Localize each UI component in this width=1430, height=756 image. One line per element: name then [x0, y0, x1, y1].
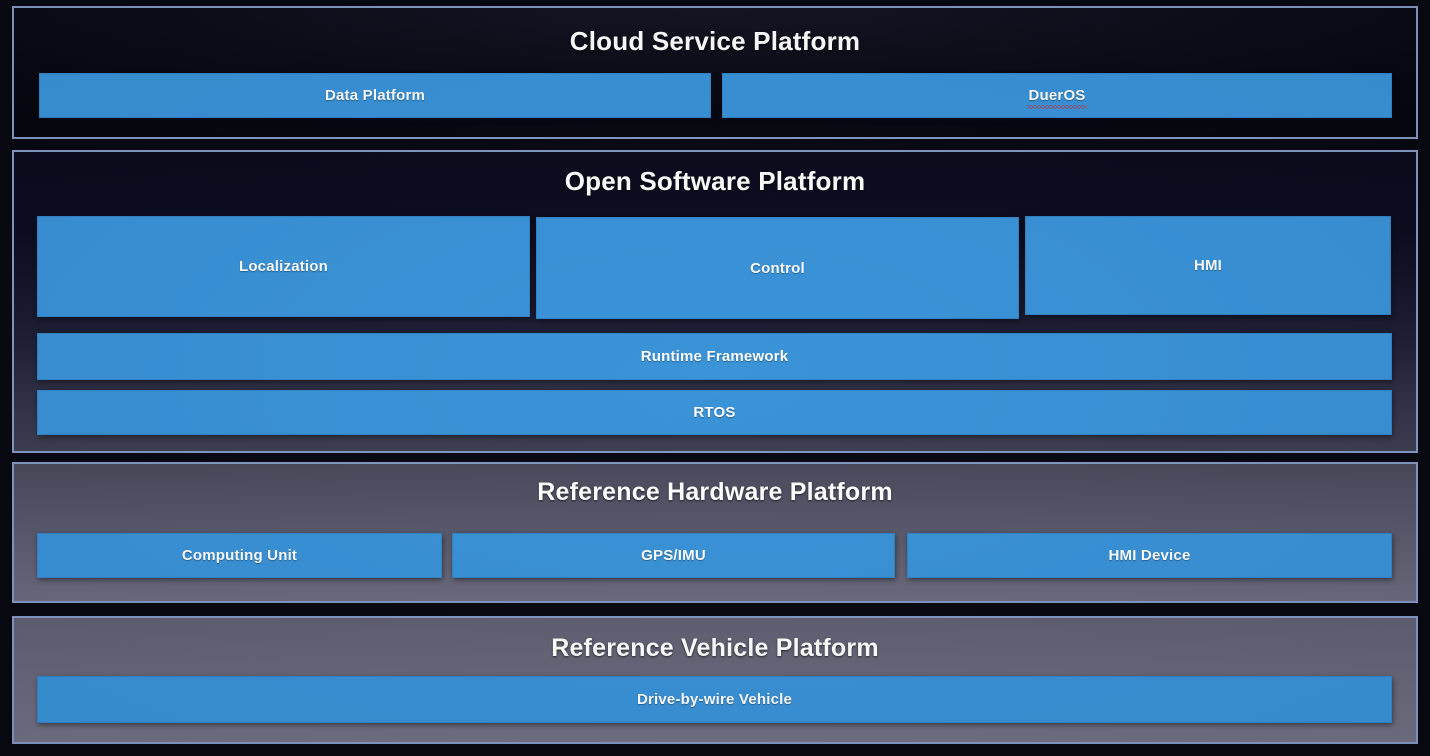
layer-panel-cloud-service-platform[interactable]: Cloud Service Platform Data Platform Due…: [12, 6, 1418, 139]
box-control[interactable]: Control: [536, 217, 1019, 319]
box-label-hmi: HMI: [1193, 257, 1223, 274]
box-label-dueros: DuerOS: [1027, 87, 1087, 109]
layer-panel-open-software-platform[interactable]: Open Software Platform Localization Cont…: [12, 150, 1418, 453]
layer-panel-reference-vehicle-platform[interactable]: Reference Vehicle Platform Drive-by-wire…: [12, 616, 1418, 744]
box-label-data-platform: Data Platform: [324, 87, 426, 104]
layer-title-reference-hardware-platform: Reference Hardware Platform: [537, 478, 893, 506]
box-label-control: Control: [750, 259, 805, 277]
box-label-computing-unit: Computing Unit: [181, 547, 298, 564]
box-label-runtime-framework: Runtime Framework: [640, 348, 789, 365]
box-rtos[interactable]: RTOS: [37, 390, 1392, 435]
box-computing-unit[interactable]: Computing Unit: [37, 533, 442, 578]
layer-panel-reference-hardware-platform[interactable]: Reference Hardware Platform Computing Un…: [12, 462, 1418, 603]
box-gps-imu[interactable]: GPS/IMU: [452, 533, 895, 578]
box-dueros[interactable]: DuerOS: [722, 73, 1392, 118]
box-runtime-framework[interactable]: Runtime Framework: [37, 333, 1392, 380]
layer-title-reference-vehicle-platform: Reference Vehicle Platform: [551, 634, 879, 662]
box-hmi[interactable]: HMI: [1025, 216, 1391, 315]
layer-title-open-software-platform: Open Software Platform: [564, 166, 866, 196]
box-label-hmi-device: HMI Device: [1108, 547, 1191, 564]
box-label-localization: Localization: [238, 258, 329, 275]
box-data-platform[interactable]: Data Platform: [39, 73, 711, 118]
box-label-drive-by-wire-vehicle: Drive-by-wire Vehicle: [636, 691, 793, 708]
box-localization[interactable]: Localization: [37, 216, 530, 317]
box-label-rtos: RTOS: [693, 404, 736, 421]
box-label-gps-imu: GPS/IMU: [641, 547, 706, 564]
box-drive-by-wire-vehicle[interactable]: Drive-by-wire Vehicle: [37, 676, 1392, 723]
box-hmi-device[interactable]: HMI Device: [907, 533, 1392, 578]
layer-title-cloud-service-platform: Cloud Service Platform: [569, 26, 861, 56]
